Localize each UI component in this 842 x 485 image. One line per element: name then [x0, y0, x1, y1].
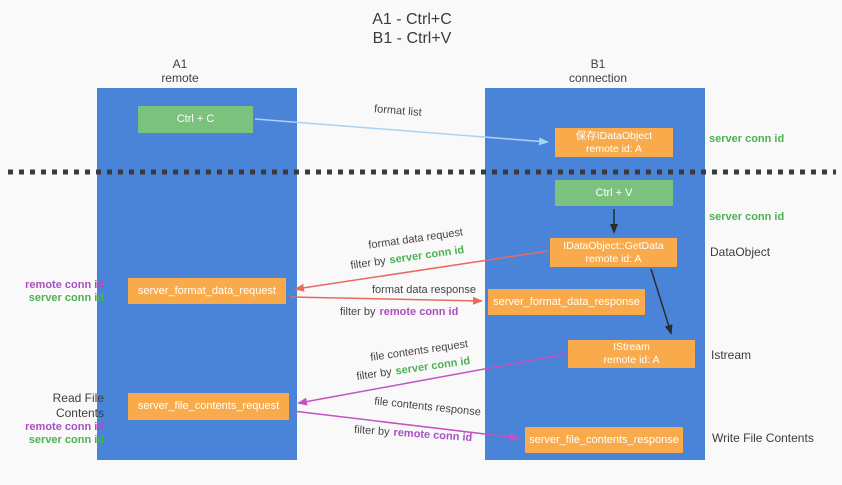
server-format-data-request-label: server_format_data_request: [137, 284, 277, 297]
ctrl-v-label: Ctrl + V: [595, 186, 633, 199]
save-dataobject-box: 保存IDataObject remote id: A: [555, 128, 673, 157]
column-b1-name: B1: [590, 57, 606, 71]
server-format-data-response-box: server_format_data_response: [488, 289, 645, 315]
left-conn-id-group-1: remote conn id server conn id: [4, 279, 104, 305]
istream-line1: IStream: [613, 341, 650, 353]
save-dataobject-line1: 保存IDataObject: [575, 129, 653, 142]
ctrl-c-box: Ctrl + C: [138, 106, 253, 133]
istream-box: IStream remote id: A: [568, 340, 695, 368]
server-format-data-response-label: server_format_data_response: [493, 295, 640, 308]
getdata-line1: IDataObject::GetData: [563, 239, 664, 252]
title-line-1: A1 - Ctrl+C: [372, 11, 452, 28]
remote-conn-id-note-2: remote conn id: [25, 421, 104, 433]
arrow-format-data-request: [294, 250, 549, 292]
server-conn-id-note-1: server conn id: [28, 292, 104, 304]
remote-conn-id-note-1: remote conn id: [25, 279, 104, 291]
istream-note: Istream: [711, 348, 752, 362]
arrow-file-contents-response: [292, 410, 520, 442]
save-dataobject-line2: remote id: A: [585, 142, 643, 155]
column-b1-role: connection: [568, 71, 628, 85]
getdata-line2: remote id: A: [585, 252, 642, 265]
server-format-data-request-box: server_format_data_request: [128, 278, 286, 304]
arrow-file-contents-request: [297, 353, 567, 406]
getdata-box: IDataObject::GetData remote id: A: [550, 238, 677, 267]
column-a1-role: remote: [161, 71, 199, 85]
server-file-contents-response-label: server_file_contents_response: [529, 433, 679, 446]
format-data-response-label: format data response: [372, 284, 476, 296]
left-conn-id-group-2: Read File Contents remote conn id server…: [4, 391, 104, 447]
arrow-format-list: [254, 118, 549, 146]
diagram-title: A1 - Ctrl+C B1 - Ctrl+V: [312, 10, 512, 48]
server-file-contents-request-label: server_file_contents_request: [137, 400, 280, 412]
dataobject-note: DataObject: [710, 245, 771, 259]
server-conn-id-note-2: server conn id: [28, 434, 104, 446]
arrow-getdata-to-istream: [650, 268, 673, 335]
column-a1-name: A1: [172, 57, 188, 71]
write-file-contents-note: Write File Contents: [712, 431, 814, 445]
remote-conn-id-text: remote conn id: [379, 306, 459, 318]
filter-by-text: filter by: [340, 306, 376, 318]
istream-line2: remote id: A: [603, 354, 660, 366]
server-file-contents-request-box: server_file_contents_request: [128, 393, 289, 420]
server-conn-id-note-mid: server conn id: [709, 211, 785, 223]
title-line-2: B1 - Ctrl+V: [372, 30, 452, 47]
column-header-b1: B1 connection: [548, 57, 648, 85]
ctrl-v-box: Ctrl + V: [555, 180, 673, 206]
ctrl-c-label: Ctrl + C: [176, 113, 215, 125]
server-file-contents-response-box: server_file_contents_response: [525, 427, 683, 453]
column-header-a1: A1 remote: [130, 57, 230, 85]
read-file-contents-note: Read File Contents: [52, 391, 104, 420]
arrow-format-data-response: [289, 296, 483, 305]
server-conn-id-note-top: server conn id: [709, 133, 785, 145]
